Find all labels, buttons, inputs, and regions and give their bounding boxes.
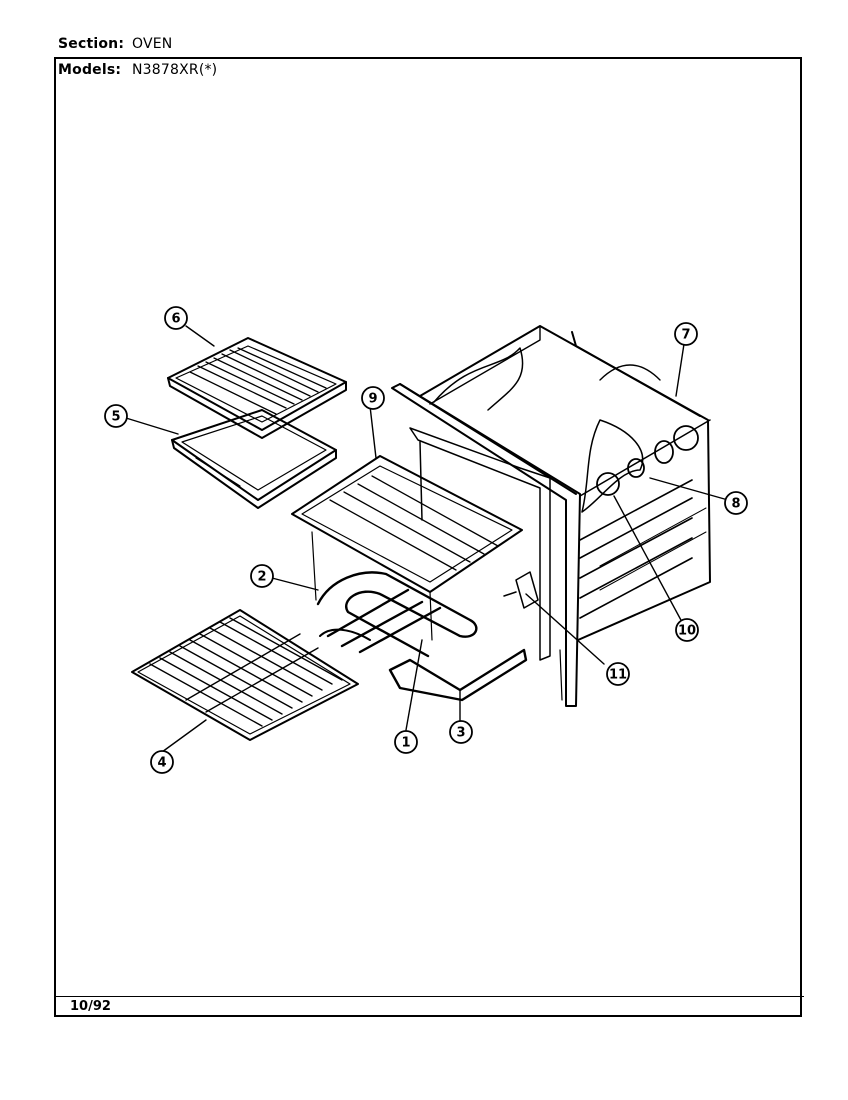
models-label: Models: xyxy=(58,62,122,78)
callout-11-label: 11 xyxy=(609,668,627,683)
callout-3: 3 xyxy=(449,720,473,744)
callout-layer: 1 2 3 4 5 6 7 8 9 10 11 xyxy=(104,306,748,774)
callout-10-bubble xyxy=(675,618,699,642)
callout-7: 7 xyxy=(674,322,698,346)
callout-9-bubble xyxy=(361,386,385,410)
callout-9: 9 xyxy=(361,386,385,410)
callout-11-bubble xyxy=(606,662,630,686)
callout-4: 4 xyxy=(150,750,174,774)
section-value: OVEN xyxy=(132,36,173,52)
callout-5: 5 xyxy=(104,404,128,428)
callout-2: 2 xyxy=(250,564,274,588)
diagram-frame xyxy=(54,57,802,1017)
models-value: N3878XR(*) xyxy=(132,62,218,78)
broiler-pan xyxy=(171,409,337,509)
section-label: Section: xyxy=(58,36,125,52)
terminal-block xyxy=(503,571,539,609)
callout-8-label: 8 xyxy=(731,497,740,512)
callout-7-bubble xyxy=(674,322,698,346)
oven-light-assembly xyxy=(596,425,699,496)
bake-element xyxy=(316,571,478,658)
callout-10-label: 10 xyxy=(678,624,696,639)
callout-3-label: 3 xyxy=(456,726,465,741)
callout-6-label: 6 xyxy=(171,312,180,327)
oven-cavity-body xyxy=(419,325,711,641)
callout-8: 8 xyxy=(724,491,748,515)
broiler-pan-grid xyxy=(167,337,347,439)
callout-11: 11 xyxy=(606,662,630,686)
lower-element xyxy=(319,628,528,702)
callout-7-label: 7 xyxy=(681,328,690,343)
oven-rack xyxy=(131,609,359,741)
callout-2-bubble xyxy=(250,564,274,588)
callout-2-label: 2 xyxy=(257,570,266,585)
callout-9-label: 9 xyxy=(368,392,377,407)
callout-5-bubble xyxy=(104,404,128,428)
callout-6-bubble xyxy=(164,306,188,330)
callout-10: 10 xyxy=(675,618,699,642)
callout-4-label: 4 xyxy=(157,756,166,771)
oven-front-frame xyxy=(391,383,581,707)
callout-3-bubble xyxy=(449,720,473,744)
broil-element-housing xyxy=(291,455,523,641)
callout-4-bubble xyxy=(150,750,174,774)
callout-1-bubble xyxy=(394,730,418,754)
models-header: Models: N3878XR(*) xyxy=(58,62,217,78)
callout-8-bubble xyxy=(724,491,748,515)
footer-date: 10/92 xyxy=(70,999,111,1014)
callout-5-label: 5 xyxy=(111,410,120,425)
callout-6: 6 xyxy=(164,306,188,330)
section-header: Section: OVEN xyxy=(58,36,172,52)
callout-1-label: 1 xyxy=(401,736,410,751)
leader-lines xyxy=(125,325,729,753)
callout-1: 1 xyxy=(394,730,418,754)
footer-divider xyxy=(54,996,804,997)
